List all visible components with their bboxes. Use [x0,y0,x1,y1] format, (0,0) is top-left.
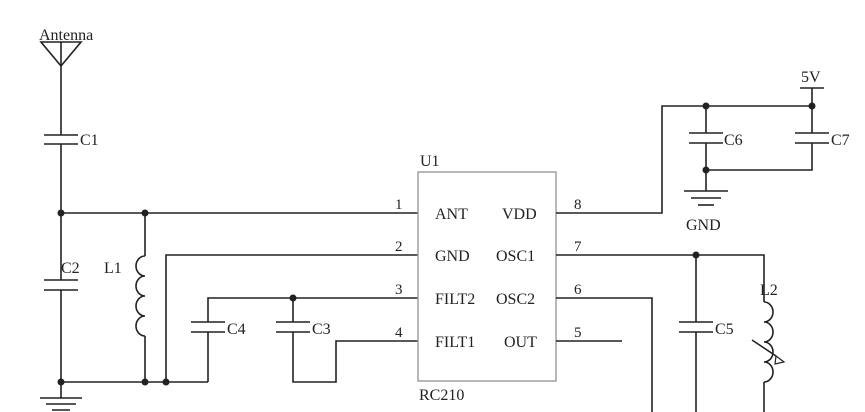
wire [556,254,765,302]
pin-number: 6 [574,282,582,298]
c7-label: C7 [831,132,850,149]
c3-label: C3 [312,321,331,338]
u1-label: U1 [420,153,440,170]
pin-number: 5 [574,325,582,341]
capacitor-c5 [679,321,713,333]
c5-label: C5 [715,321,734,338]
wire [556,105,812,214]
c4-label: C4 [227,321,246,338]
pin-name: ANT [435,206,468,223]
chip-u1 [417,171,557,382]
capacitor-c2 [44,279,78,291]
gnd-label: GND [686,217,721,234]
pin-number: 7 [574,239,582,255]
pin-name: OSC2 [496,291,535,308]
wire [292,332,418,383]
wire [165,254,418,382]
pin-name: OUT [504,334,537,351]
c2-label: C2 [61,260,80,277]
pin-number: 2 [395,239,403,255]
capacitor-c6 [689,132,723,144]
pin-number: 4 [395,325,403,341]
pin-name: OSC1 [496,248,535,265]
capacitor-c7 [795,132,829,144]
capacitor-c3 [276,321,310,333]
l2-label: L2 [760,282,778,299]
junction [57,209,65,217]
pin-name: FILT1 [435,334,475,351]
inductor-l1 [135,255,146,337]
pin-name: VDD [502,206,537,223]
c1-label: C1 [80,132,99,149]
junction [141,378,149,386]
junction [702,166,710,174]
capacitor-c4 [191,321,225,333]
antenna-label: Antenna [39,27,93,44]
ground-symbol [684,190,728,206]
ground-symbol [40,397,82,411]
part-label: RC210 [419,387,464,404]
junction [57,378,65,386]
pin-number: 8 [574,197,582,213]
c6-label: C6 [724,132,743,149]
wire [706,143,813,171]
supply-label: 5V [801,69,821,86]
pin-name: FILT2 [435,291,475,308]
wire [207,297,418,322]
tuning-arrow-icon [751,339,786,365]
pin-number: 3 [395,282,403,298]
wire [556,297,653,412]
antenna-symbol [39,41,83,68]
l1-label: L1 [104,260,122,277]
pin-number: 1 [395,197,403,213]
pin-name: GND [435,248,470,265]
inductor-l2 [763,301,774,383]
capacitor-c1 [44,134,78,145]
